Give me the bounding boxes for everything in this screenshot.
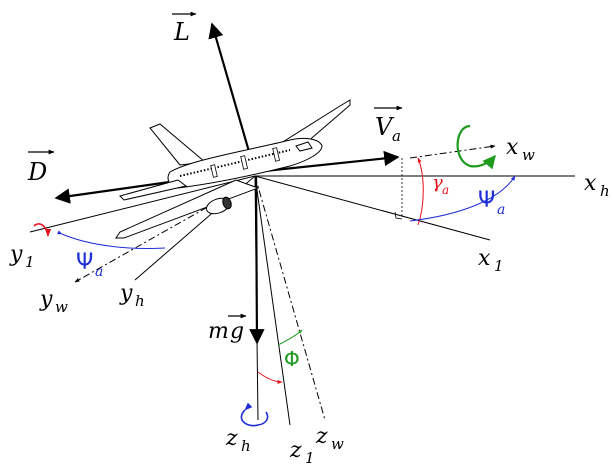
axis-label-xh-sub: h	[600, 182, 610, 200]
axis-label-yh: y h	[119, 281, 145, 310]
axis-label-zh-main: z	[225, 426, 238, 451]
lift-label: L	[172, 11, 197, 46]
airplane	[115, 99, 351, 239]
angle-arcs	[57, 157, 516, 384]
velocity-label: V a	[374, 105, 403, 145]
axis-label-x1-main: x	[478, 246, 491, 271]
lift-arrow	[208, 22, 252, 156]
airplane-windows	[179, 147, 291, 178]
weight-label-m: m	[208, 319, 229, 344]
phi-arc	[277, 329, 303, 346]
airplane-cockpit	[295, 141, 313, 152]
airplane-tail-fin	[149, 123, 207, 166]
airplane-engine-inlet	[222, 196, 232, 210]
axis-label-y1: y 1	[9, 242, 35, 271]
angle-label-gamma: γ a	[432, 172, 449, 197]
axis-label-zh: z h	[225, 426, 251, 455]
right-angle-marker	[394, 211, 403, 220]
axis-label-z1: z 1	[289, 438, 315, 467]
airplane-near-wing	[115, 179, 260, 239]
axis-label-yw-main: y	[39, 287, 53, 312]
axis-label-z1-sub: 1	[305, 449, 315, 467]
angle-label-gamma-sub: a	[442, 183, 449, 197]
axis-label-xh-main: x	[584, 171, 597, 196]
axis-label-xw-sub: w	[522, 146, 535, 164]
axis-label-zw: z w	[315, 424, 344, 453]
weight-arrow	[249, 175, 265, 345]
psi-left-arc	[57, 230, 166, 249]
rotation-arrows	[33, 124, 496, 427]
angle-label-psi-right: Ψ a	[478, 188, 505, 218]
angle-label-psi-right-sub: a	[497, 202, 505, 218]
airplane-stabilizer	[119, 179, 188, 201]
axis-label-xh: x h	[584, 171, 610, 200]
axis-label-x1: x 1	[478, 246, 504, 275]
lift-label-text: L	[173, 18, 190, 46]
axis-label-x1-sub: 1	[494, 257, 504, 275]
axis-label-xw: x w	[506, 135, 535, 164]
axis-x1-line	[254, 175, 491, 241]
drag-label: D	[27, 149, 55, 186]
angle-label-phi-main: Φ	[284, 347, 300, 371]
axis-yw-line	[74, 199, 221, 283]
axis-label-z1-main: z	[289, 438, 302, 463]
roll-arrow-xw	[456, 124, 496, 170]
roll-arrow-y1	[33, 223, 52, 237]
force-arrows	[54, 22, 400, 345]
axis-label-zw-sub: w	[331, 435, 344, 453]
yaw-arrow-zh	[240, 402, 269, 427]
velocity-label-sub: a	[392, 127, 401, 145]
axis-y1-line	[29, 175, 256, 233]
velocity-arrow	[254, 150, 400, 174]
weight-label: m g	[208, 313, 247, 344]
angle-label-psi-right-main: Ψ	[478, 188, 495, 213]
angle-label-psi-left-main: Ψ	[76, 250, 93, 275]
axis-label-yw: y w	[39, 287, 68, 316]
axis-label-y1-sub: 1	[25, 253, 35, 271]
axis-label-zw-main: z	[315, 424, 328, 449]
psi-right-arc	[409, 175, 516, 222]
angle-label-gamma-main: γ	[432, 172, 443, 193]
axis-xw-line	[409, 144, 496, 159]
axis-label-yh-sub: h	[135, 292, 145, 310]
axis-zw-line	[254, 175, 326, 421]
axis-label-yh-main: y	[119, 281, 133, 306]
axis-label-zh-sub: h	[241, 437, 251, 455]
axis-lines	[29, 144, 575, 426]
axis-label-y1-main: y	[9, 242, 23, 267]
gamma-arc	[417, 157, 424, 226]
angle-label-psi-left-sub: a	[95, 264, 103, 280]
weight-label-g: g	[230, 319, 244, 344]
angle-label-phi: Φ	[284, 347, 300, 371]
axis-label-yw-sub: w	[55, 298, 68, 316]
axis-z1-line	[254, 175, 291, 426]
axis-label-xw-main: x	[506, 135, 519, 160]
drag-label-text: D	[27, 158, 47, 186]
z-angle-arc	[257, 371, 283, 384]
angle-label-psi-left: Ψ a	[76, 250, 103, 280]
velocity-label-text: V	[375, 113, 395, 141]
